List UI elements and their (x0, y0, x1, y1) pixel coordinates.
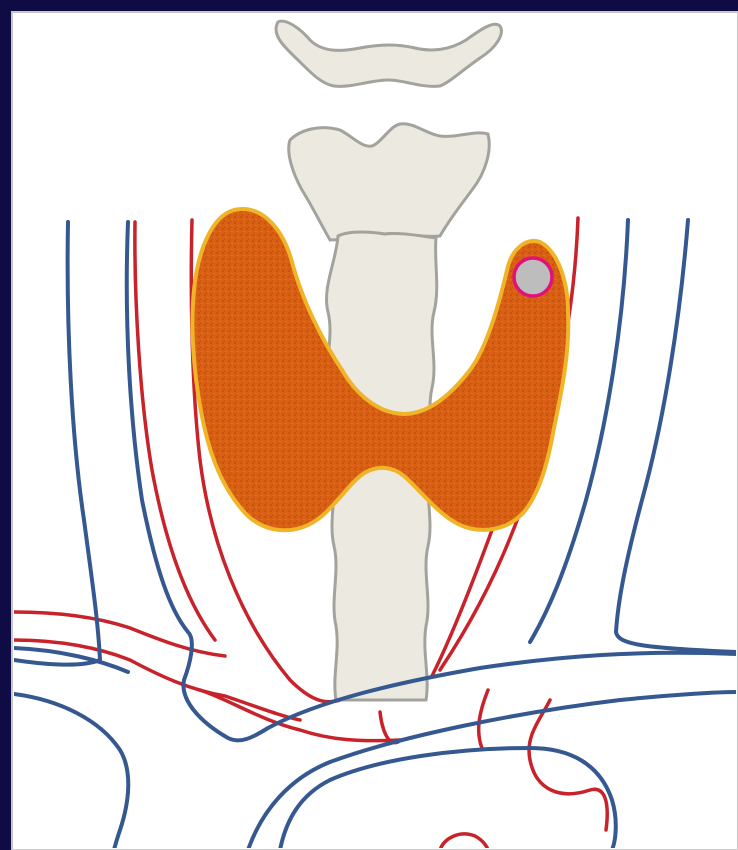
nodule-marker-icon[interactable] (514, 258, 552, 296)
